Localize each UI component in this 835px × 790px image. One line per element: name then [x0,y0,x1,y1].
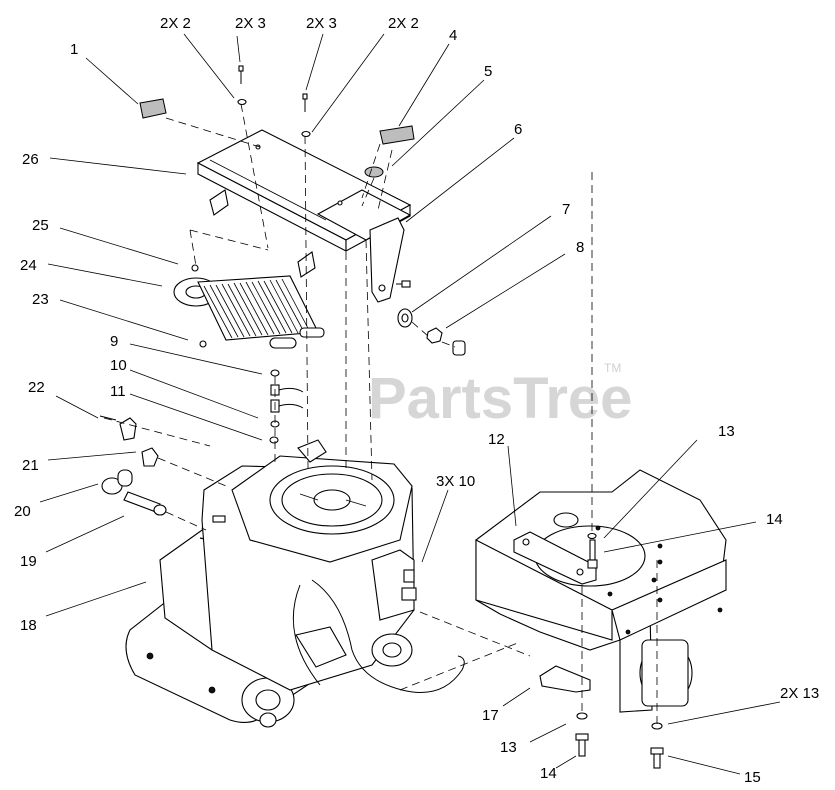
callout-3x10: 3X 10 [436,473,475,490]
part-spacer [452,340,466,356]
callout-26: 26 [22,151,39,168]
watermark-trademark: TM [604,361,621,375]
callout-4: 4 [449,27,457,44]
callout-1: 1 [70,41,78,58]
part-decal-1 [139,98,167,119]
callout-25: 25 [32,217,49,234]
callout-13-top: 13 [718,423,735,440]
callout-12: 12 [488,431,505,448]
callout-24: 24 [20,257,37,274]
callout-2x3-right: 2X 3 [306,15,337,32]
part-side-bracket-6 [369,217,405,303]
callout-21: 21 [22,457,39,474]
callout-14-bottom: 14 [540,765,557,782]
callout-2x3-left: 2X 3 [235,15,266,32]
part-plug-5 [364,166,384,178]
hardware-right [539,532,664,769]
callout-2x2-left: 2X 2 [160,15,191,32]
assembly-lines [103,103,658,726]
hardware-left [99,415,167,516]
part-engine-18 [125,439,465,728]
callout-17: 17 [482,707,499,724]
callout-14-top: 14 [766,511,783,528]
hardware-top [237,65,411,288]
callout-8: 8 [576,239,584,256]
callout-15: 15 [744,769,761,786]
part-frame-12 [475,469,727,713]
callout-9: 9 [110,333,118,350]
part-nut-8 [426,327,443,344]
callout-19: 19 [20,553,37,570]
callout-6: 6 [514,121,522,138]
callout-10: 10 [110,357,127,374]
callout-13-bottom: 13 [500,739,517,756]
part-oil-cooler-24 [173,264,325,349]
callout-22: 22 [28,379,45,396]
part-decal-4 [379,125,415,145]
leader-lines [39,33,781,775]
callout-7: 7 [562,201,570,218]
watermark-text: PartsTree [368,366,632,431]
callout-2x2-right: 2X 2 [388,15,419,32]
callout-labels: 1 2X 2 2X 3 2X 3 2X 2 4 5 6 26 25 24 23 … [14,15,819,786]
callout-23: 23 [32,291,49,308]
callout-11: 11 [110,383,126,400]
callout-18: 18 [20,617,37,634]
callout-5: 5 [484,63,492,80]
callout-20: 20 [14,503,31,520]
callout-2x13: 2X 13 [780,685,819,702]
part-grommet-7 [397,308,413,328]
